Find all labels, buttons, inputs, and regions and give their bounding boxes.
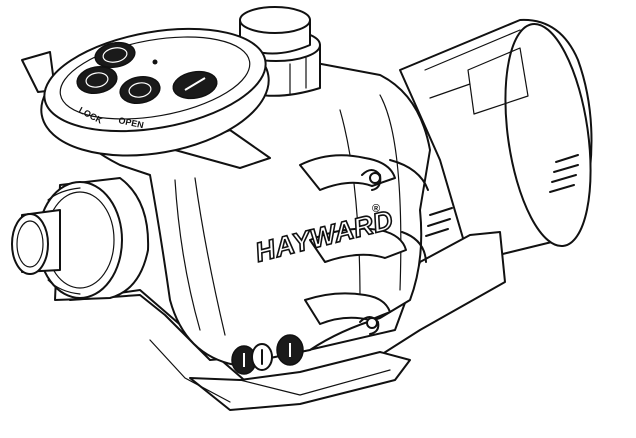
strainer-lid: OPEN LOCK: [21, 27, 271, 169]
lid-icon-center: [119, 75, 161, 105]
drain-plugs: [231, 334, 304, 375]
motor-vents: [425, 154, 579, 237]
lid-icon-left: [76, 65, 118, 95]
brand-registered-mark: ®: [372, 203, 380, 215]
side-clamps: [359, 169, 382, 335]
lid-icon-right: [172, 70, 218, 100]
inlet-port: [11, 177, 150, 301]
motor-housing: [399, 18, 593, 263]
lid-icon-top: [94, 41, 136, 69]
